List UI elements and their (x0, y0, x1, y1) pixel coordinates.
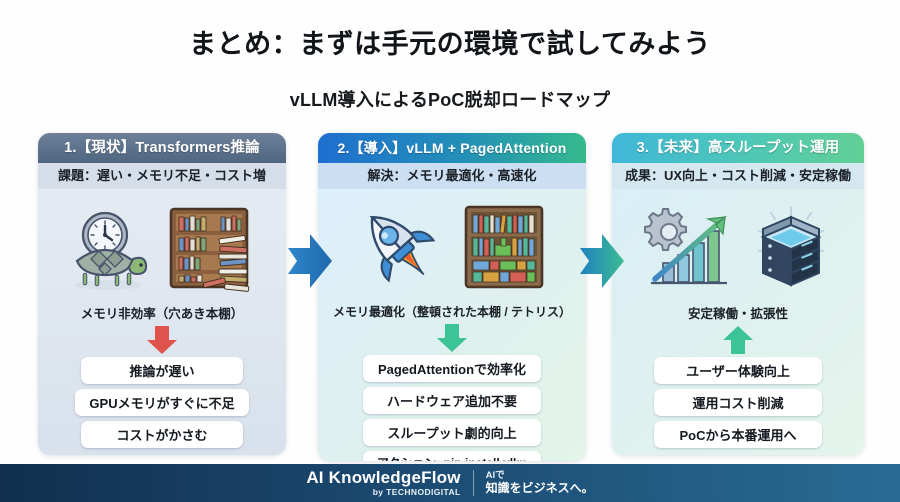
stage-illustration (38, 189, 286, 301)
outcome-pill[interactable]: ハードウェア追加不要 (363, 387, 541, 414)
arrow-stage1-to-stage2 (286, 232, 334, 295)
outcome-pill-list: PagedAttentionで効率化 ハードウェア追加不要 スループット劇的向上… (318, 355, 586, 461)
stage-card-subheader: 成果：UX向上・コスト削減・安定稼働 (612, 163, 864, 189)
outcome-pill[interactable]: PagedAttentionで効率化 (363, 355, 541, 382)
stage-card-subheader: 解決：メモリ最適化・高速化 (318, 163, 586, 189)
stage-illustration (318, 189, 586, 301)
stage-card-future: 3.【未来】高スループット運用 成果：UX向上・コスト削減・安定稼働 (612, 133, 864, 455)
outcome-pill-list: ユーザー体験向上 運用コスト削減 PoCから本番運用へ (612, 357, 864, 448)
outcome-pill[interactable]: PoCから本番運用へ (654, 421, 822, 448)
stage-caption: 安定稼働・拡張性 (687, 307, 788, 321)
brand-name-block: AI KnowledgeFlow by TECHNODIGITAL (306, 469, 460, 497)
down-arrow-icon (318, 323, 586, 353)
stage-card-header: 3.【未来】高スループット運用 (612, 133, 864, 163)
outcome-pill[interactable]: ユーザー体験向上 (654, 357, 822, 384)
stage-card-adoption: 2.【導入】vLLM + PagedAttention 解決：メモリ最適化・高速… (318, 133, 586, 461)
stage-card-subheader: 課題：遅い・メモリ不足・コスト増 (38, 163, 286, 189)
outcome-pill[interactable]: GPUメモリがすぐに不足 (75, 389, 249, 416)
action-pill[interactable]: アクション: pip install vllm (363, 451, 541, 461)
footer-divider (472, 469, 474, 496)
gear-growth-chart-icon (637, 199, 737, 295)
footer-bar: AI KnowledgeFlow by TECHNODIGITAL AIで 知識… (0, 464, 900, 502)
stage-illustration (612, 189, 864, 301)
outcome-pill[interactable]: 運用コスト削減 (654, 389, 822, 416)
tagline-line-2: 知識をビジネスへ。 (485, 481, 594, 496)
stage-card-current: 1.【現状】Transformers推論 課題：遅い・メモリ不足・コスト増 (38, 133, 286, 455)
page-subtitle: vLLM導入によるPoC脱却ロードマップ (289, 90, 611, 110)
outcome-pill[interactable]: 推論が遅い (81, 357, 243, 384)
footer-tagline: AIで 知識をビジネスへ。 (486, 470, 594, 497)
brand-block: AI KnowledgeFlow by TECHNODIGITAL AIで 知識… (306, 469, 593, 497)
outcome-pill[interactable]: スループット劇的向上 (363, 419, 541, 446)
messy-bookshelf-icon (163, 199, 263, 295)
tetris-bookshelf-icon (454, 199, 554, 295)
stage-card-header: 1.【現状】Transformers推論 (38, 133, 286, 163)
up-arrow-icon (612, 325, 864, 355)
stage-caption: メモリ最適化（整頓された本棚 / テトリス） (332, 305, 571, 319)
down-arrow-icon (38, 325, 286, 355)
outcome-pill[interactable]: コストがかさむ (81, 421, 243, 448)
stage-caption: メモリ非効率（穴あき本棚） (80, 307, 244, 321)
brand-byline: by TECHNODIGITAL (372, 486, 461, 497)
server-rack-icon (743, 199, 839, 295)
page-title: まとめ：まずは手元の環境で試してみよう (189, 29, 711, 59)
brand-name: AI KnowledgeFlow (306, 468, 461, 488)
turtle-clock-icon (61, 199, 157, 295)
arrow-stage2-to-stage3 (578, 232, 626, 295)
outcome-pill-list: 推論が遅い GPUメモリがすぐに不足 コストがかさむ (38, 357, 286, 448)
tagline-line-1: AIで (485, 469, 505, 481)
stage-card-header: 2.【導入】vLLM + PagedAttention (318, 133, 586, 163)
rocket-icon (350, 199, 448, 295)
